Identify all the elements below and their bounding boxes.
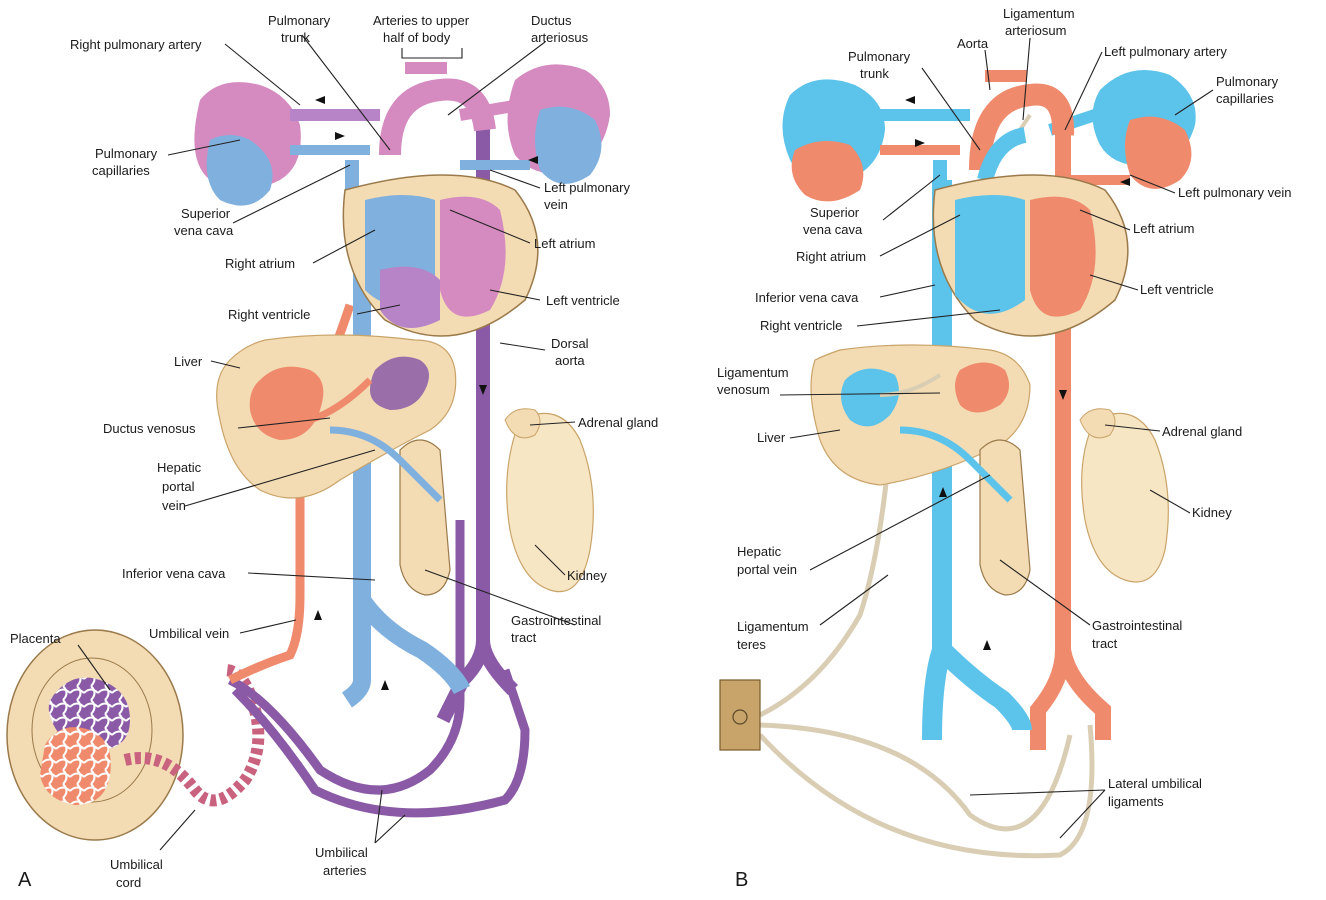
label-liver: Liver bbox=[174, 354, 203, 369]
label-ductus-arteriosus-line2: arteriosus bbox=[531, 30, 589, 45]
label-b-kidney: Kidney bbox=[1192, 505, 1232, 520]
label-ductus-venosus: Ductus venosus bbox=[103, 421, 196, 436]
adult-left-lung-capillaries bbox=[1093, 70, 1196, 189]
panel-b-adult-circulation: Ligamentum arteriosum Aorta Pulmonary tr… bbox=[717, 6, 1291, 891]
label-left-atrium: Left atrium bbox=[534, 236, 595, 251]
label-superior-vena-cava-line1: Superior bbox=[181, 206, 231, 221]
label-b-hepatic-portal-vein-line2: portal vein bbox=[737, 562, 797, 577]
label-hepatic-portal-vein-line1: Hepatic bbox=[157, 460, 202, 475]
label-b-liver: Liver bbox=[757, 430, 786, 445]
label-lateral-umbilical-line1: Lateral umbilical bbox=[1108, 776, 1202, 791]
label-inferior-vena-cava: Inferior vena cava bbox=[122, 566, 226, 581]
label-right-atrium: Right atrium bbox=[225, 256, 295, 271]
adult-heart bbox=[933, 175, 1128, 336]
label-pulmonary-trunk-line2: trunk bbox=[281, 30, 310, 45]
label-umbilical-arteries-line1: Umbilical bbox=[315, 845, 368, 860]
label-umbilical-arteries-line2: arteries bbox=[323, 863, 367, 878]
placenta bbox=[7, 630, 183, 840]
label-b-superior-vena-cava-line1: Superior bbox=[810, 205, 860, 220]
label-dorsal-aorta-line2: aorta bbox=[555, 353, 585, 368]
label-ductus-arteriosus-line1: Ductus bbox=[531, 13, 572, 28]
label-umbilical-cord-line2: cord bbox=[116, 875, 141, 890]
aortic-arch bbox=[390, 90, 485, 156]
ligamentum-teres bbox=[760, 445, 890, 715]
label-gi-tract-line1: Gastrointestinal bbox=[511, 613, 601, 628]
label-left-pulmonary-vein-line1: Left pulmonary bbox=[544, 180, 630, 195]
label-pulmonary-trunk-line1: Pulmonary bbox=[268, 13, 331, 28]
label-b-left-atrium: Left atrium bbox=[1133, 221, 1194, 236]
label-b-adrenal-gland: Adrenal gland bbox=[1162, 424, 1242, 439]
heart bbox=[343, 175, 538, 336]
label-right-pulmonary-artery: Right pulmonary artery bbox=[70, 37, 202, 52]
label-pulmonary-capillaries-line2: capillaries bbox=[92, 163, 150, 178]
panel-a-fetal-circulation: Right pulmonary artery Pulmonary trunk A… bbox=[7, 13, 658, 891]
label-ligamentum-venosum-line2: venosum bbox=[717, 382, 770, 397]
umbilicus-remnant bbox=[720, 680, 760, 750]
label-hepatic-portal-vein-line2: portal bbox=[162, 479, 195, 494]
label-umbilical-vein: Umbilical vein bbox=[149, 626, 229, 641]
label-arteries-upper-line1: Arteries to upper bbox=[373, 13, 470, 28]
label-b-inferior-vena-cava: Inferior vena cava bbox=[755, 290, 859, 305]
label-b-left-pulmonary-vein: Left pulmonary vein bbox=[1178, 185, 1291, 200]
label-ligamentum-teres-line1: Ligamentum bbox=[737, 619, 809, 634]
label-ligamentum-arteriosum-line2: arteriosum bbox=[1005, 23, 1066, 38]
label-left-pulmonary-vein-line2: vein bbox=[544, 197, 568, 212]
label-b-superior-vena-cava-line2: vena cava bbox=[803, 222, 863, 237]
label-arteries-upper-line2: half of body bbox=[383, 30, 451, 45]
label-ligamentum-arteriosum-line1: Ligamentum bbox=[1003, 6, 1075, 21]
panel-letter-b: B bbox=[735, 869, 748, 891]
label-left-pulmonary-artery: Left pulmonary artery bbox=[1104, 44, 1227, 59]
label-placenta: Placenta bbox=[10, 631, 61, 646]
adult-kidney bbox=[1080, 409, 1168, 582]
label-b-right-atrium: Right atrium bbox=[796, 249, 866, 264]
label-right-ventricle: Right ventricle bbox=[228, 307, 310, 322]
upper-body-arteries bbox=[405, 62, 447, 74]
label-pulmonary-capillaries-line1: Pulmonary bbox=[95, 146, 158, 161]
label-b-gi-tract-line2: tract bbox=[1092, 636, 1118, 651]
label-b-left-ventricle: Left ventricle bbox=[1140, 282, 1214, 297]
panel-letter-a: A bbox=[18, 869, 32, 891]
label-b-pulmonary-trunk-line2: trunk bbox=[860, 66, 889, 81]
label-left-ventricle: Left ventricle bbox=[546, 293, 620, 308]
label-kidney: Kidney bbox=[567, 568, 607, 583]
label-b-pulmonary-capillaries-line1: Pulmonary bbox=[1216, 74, 1279, 89]
adult-right-lung-capillaries bbox=[783, 79, 886, 201]
label-ligamentum-venosum-line1: Ligamentum bbox=[717, 365, 789, 380]
right-lung-capillaries bbox=[194, 82, 300, 205]
kidney bbox=[505, 409, 593, 592]
label-gi-tract-line2: tract bbox=[511, 630, 537, 645]
label-ligamentum-teres-line2: teres bbox=[737, 637, 766, 652]
label-umbilical-cord-line1: Umbilical bbox=[110, 857, 163, 872]
label-aorta: Aorta bbox=[957, 36, 989, 51]
adult-upper-body-arteries bbox=[985, 70, 1027, 82]
label-b-hepatic-portal-vein-line1: Hepatic bbox=[737, 544, 782, 559]
label-hepatic-portal-vein-line3: vein bbox=[162, 498, 186, 513]
label-superior-vena-cava-line2: vena cava bbox=[174, 223, 234, 238]
label-lateral-umbilical-line2: ligaments bbox=[1108, 794, 1164, 809]
label-adrenal-gland: Adrenal gland bbox=[578, 415, 658, 430]
label-dorsal-aorta-line1: Dorsal bbox=[551, 336, 589, 351]
label-b-right-ventricle: Right ventricle bbox=[760, 318, 842, 333]
adult-gastrointestinal-tract bbox=[980, 440, 1030, 595]
label-b-pulmonary-trunk-line1: Pulmonary bbox=[848, 49, 911, 64]
label-b-pulmonary-capillaries-line2: capillaries bbox=[1216, 91, 1274, 106]
label-b-gi-tract-line1: Gastrointestinal bbox=[1092, 618, 1182, 633]
